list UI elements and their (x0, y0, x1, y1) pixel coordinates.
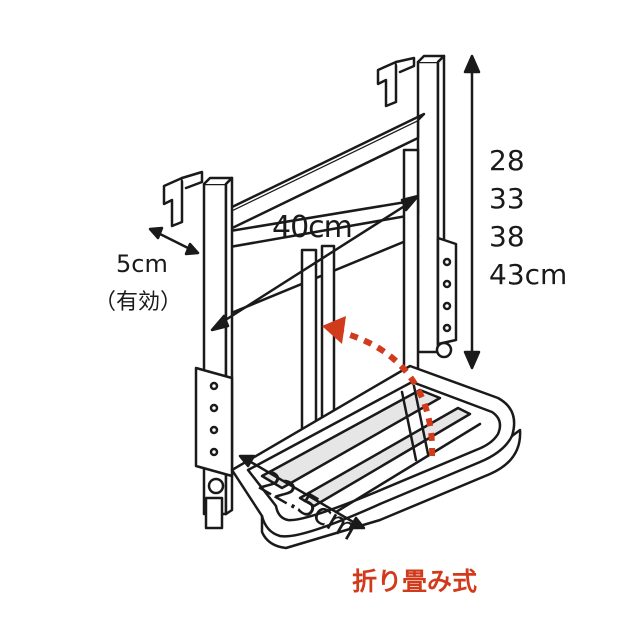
height-option: 43cm (489, 258, 568, 291)
left-hook (162, 170, 204, 228)
height-option: 38 (489, 220, 525, 253)
right-bracket (435, 236, 458, 359)
dim-5-arrow (148, 226, 200, 256)
dim-22-arrow (238, 454, 366, 530)
height-options: 28 33 38 43cm (489, 142, 567, 294)
step-platform (230, 364, 522, 550)
width-5-label: 5cm (116, 250, 168, 278)
right-rail (416, 60, 440, 354)
width-40-label: 40cm (272, 210, 353, 245)
height-arrow (463, 54, 481, 370)
dim-40-arrow (210, 194, 420, 332)
lower-bolt (207, 477, 225, 495)
fold-direction-arrow (322, 316, 436, 457)
height-option: 28 (489, 144, 525, 177)
height-option: 33 (489, 182, 525, 215)
width-5-note: （有効） (94, 290, 183, 315)
right-hook (376, 56, 416, 108)
folding-caption: 折り畳み式 (352, 567, 478, 596)
left-bracket (194, 366, 234, 530)
pivot-bolt (435, 341, 453, 359)
